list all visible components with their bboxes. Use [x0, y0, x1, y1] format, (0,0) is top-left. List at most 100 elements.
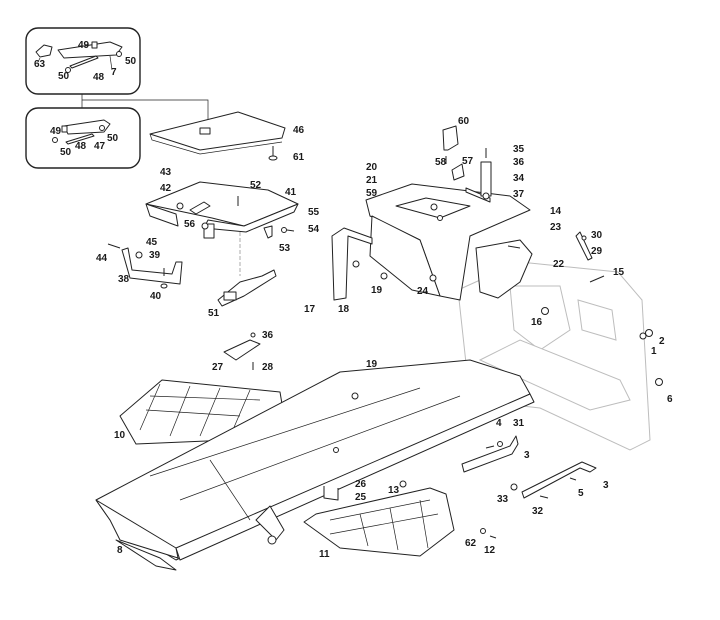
part-43-knob — [176, 202, 184, 210]
part-label-27: 27 — [212, 362, 224, 373]
part-label-21: 21 — [366, 175, 378, 186]
part-label-36: 36 — [262, 330, 274, 341]
part-62-washer — [480, 528, 486, 534]
part-4-bolt — [485, 445, 495, 449]
part-label-32: 32 — [532, 506, 544, 517]
part-label-50: 50 — [125, 56, 137, 67]
part-label-51: 51 — [208, 308, 220, 319]
part-label-19: 19 — [366, 359, 378, 370]
part-label-46: 46 — [293, 125, 305, 136]
part-label-37: 37 — [513, 189, 525, 200]
part-12-bolt — [489, 535, 497, 539]
part-32-bolt — [539, 495, 549, 499]
part-label-3: 3 — [524, 450, 530, 461]
part-label-54: 54 — [308, 224, 320, 235]
part-56-nut — [201, 222, 209, 230]
part-label-40: 40 — [150, 291, 162, 302]
part-label-16: 16 — [531, 317, 543, 328]
part-label-63: 63 — [34, 59, 46, 70]
part-label-59: 59 — [366, 188, 378, 199]
part-46-seat-plate — [149, 111, 286, 155]
vent-grille — [577, 299, 617, 341]
part-label-8: 8 — [117, 545, 123, 556]
part-30-screw — [581, 235, 587, 241]
part-label-33: 33 — [497, 494, 509, 505]
part-label-3: 3 — [603, 480, 609, 491]
inset-box-bottom — [25, 107, 141, 169]
part-61-bolt — [268, 146, 278, 161]
part-55-washer — [281, 227, 287, 233]
part-label-49: 49 — [78, 40, 90, 51]
part-label-19: 19 — [371, 285, 383, 296]
part-label-15: 15 — [613, 267, 625, 278]
part-label-13: 13 — [388, 485, 400, 496]
part-label-50: 50 — [60, 147, 72, 158]
part-45-nut — [135, 251, 143, 259]
part-label-2: 2 — [659, 336, 665, 347]
part-label-61: 61 — [293, 152, 305, 163]
part-36-nut — [250, 332, 256, 338]
part-label-45: 45 — [146, 237, 158, 248]
part-6-nut — [655, 378, 663, 386]
part-label-58: 58 — [435, 157, 447, 168]
part-label-25: 25 — [355, 492, 367, 503]
part-label-50: 50 — [107, 133, 119, 144]
part-label-36: 36 — [513, 157, 525, 168]
part-57-bracket — [451, 163, 465, 181]
part-60-clamp — [442, 125, 459, 151]
part-label-52: 52 — [250, 180, 262, 191]
part-37-washer — [482, 192, 490, 200]
part-label-29: 29 — [591, 246, 603, 257]
part-label-18: 18 — [338, 304, 350, 315]
part-11-footrest-right — [303, 487, 455, 557]
part-label-5: 5 — [578, 488, 584, 499]
part-18-bolt — [352, 260, 360, 268]
part-14-dash-housing — [365, 183, 531, 301]
part-label-39: 39 — [149, 250, 161, 261]
part-label-1: 1 — [651, 346, 657, 357]
part-label-57: 57 — [462, 156, 474, 167]
part-27-plate — [223, 339, 261, 361]
part-label-17: 17 — [304, 304, 316, 315]
part-label-62: 62 — [465, 538, 477, 549]
part-23-bolt — [507, 245, 521, 249]
inset-box-top — [25, 27, 141, 95]
part-19-nut — [380, 272, 388, 280]
part-3-bracket-upper — [461, 435, 519, 473]
part-label-48: 48 — [75, 141, 87, 152]
part-label-56: 56 — [184, 219, 196, 230]
part-1-washer — [639, 332, 647, 340]
part-label-11: 11 — [319, 549, 330, 560]
part-25-u-bolt — [323, 486, 339, 501]
part-53-clip — [263, 225, 273, 239]
part-label-50: 50 — [58, 71, 70, 82]
part-34-spring — [480, 161, 492, 197]
part-label-49: 49 — [50, 126, 62, 137]
part-label-60: 60 — [458, 116, 470, 127]
part-21-washer — [430, 203, 438, 211]
part-label-47: 47 — [94, 141, 106, 152]
part-label-41: 41 — [285, 187, 297, 198]
part-3-bracket-lower — [521, 461, 597, 499]
part-59-nut — [437, 215, 443, 221]
part-33-nut — [510, 483, 518, 491]
part-22-bracket — [475, 239, 533, 299]
part-15-bolt — [589, 275, 605, 283]
part-label-22: 22 — [553, 259, 565, 270]
part-label-42: 42 — [160, 183, 172, 194]
part-51-slide-rail — [217, 269, 277, 307]
part-26-nut — [333, 447, 339, 453]
part-label-43: 43 — [160, 167, 172, 178]
part-label-48: 48 — [93, 72, 105, 83]
part-label-26: 26 — [355, 479, 367, 490]
part-label-38: 38 — [118, 274, 130, 285]
part-24-nut — [429, 274, 437, 282]
part-label-34: 34 — [513, 173, 525, 184]
part-label-10: 10 — [114, 430, 126, 441]
part-54-screw — [286, 229, 295, 232]
part-label-44: 44 — [96, 253, 108, 264]
part-19-nut-frame — [351, 392, 359, 400]
part-label-12: 12 — [484, 545, 496, 556]
part-label-6: 6 — [667, 394, 673, 405]
